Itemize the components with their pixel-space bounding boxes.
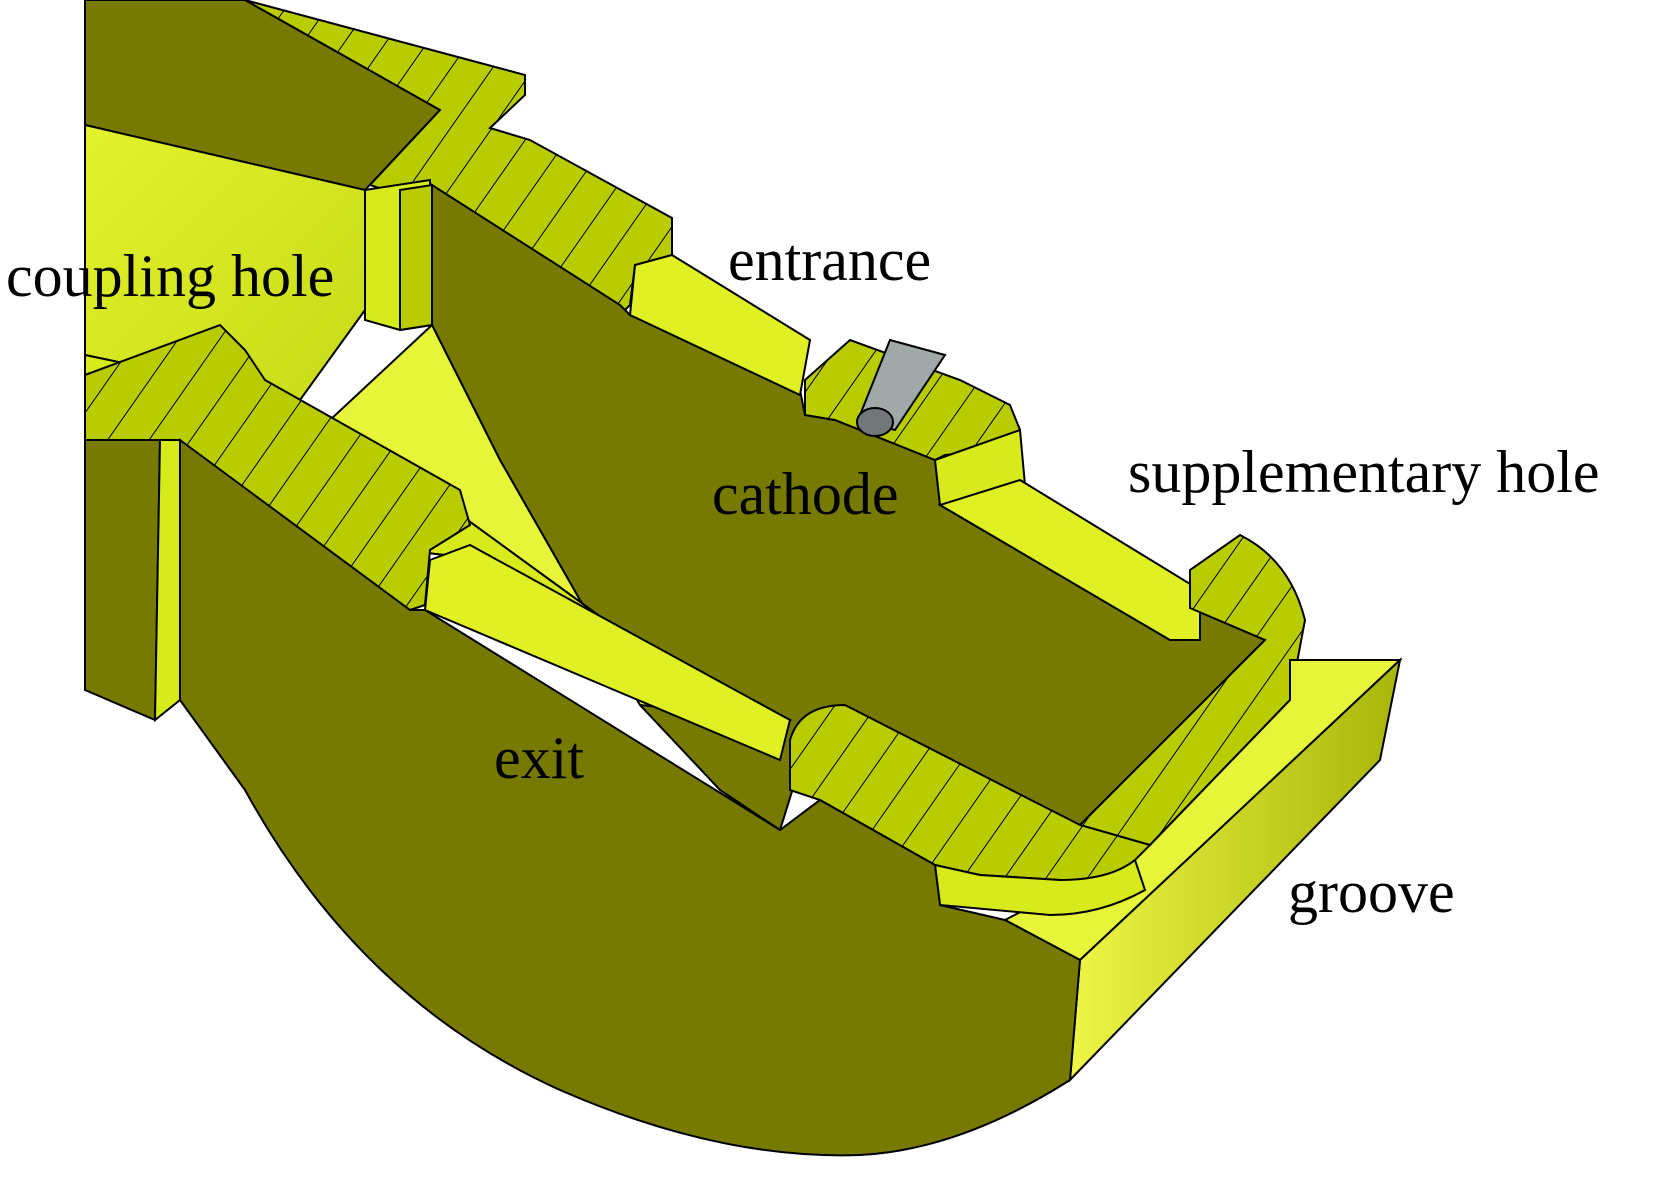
label-coupling-hole: coupling hole <box>6 243 335 309</box>
label-exit: exit <box>494 725 584 791</box>
label-groove: groove <box>1288 859 1455 925</box>
groove-lip <box>933 858 1147 917</box>
label-entrance: entrance <box>728 227 932 293</box>
exit-channel-ledge <box>423 543 792 762</box>
upper-floor-face <box>84 123 366 402</box>
label-supplementary-hole: supplementary hole <box>1128 439 1600 505</box>
entrance-channel-ledge <box>628 253 812 397</box>
cathode-insert-tip <box>856 407 894 437</box>
lower-left-pillar <box>153 439 181 723</box>
supplementary-channel-ledge <box>937 478 1201 641</box>
label-cathode: cathode <box>712 461 899 527</box>
lower-body-face <box>179 438 1082 1157</box>
coupling-hole-pillar-side <box>399 183 433 332</box>
lower-left-front-face <box>84 439 162 722</box>
